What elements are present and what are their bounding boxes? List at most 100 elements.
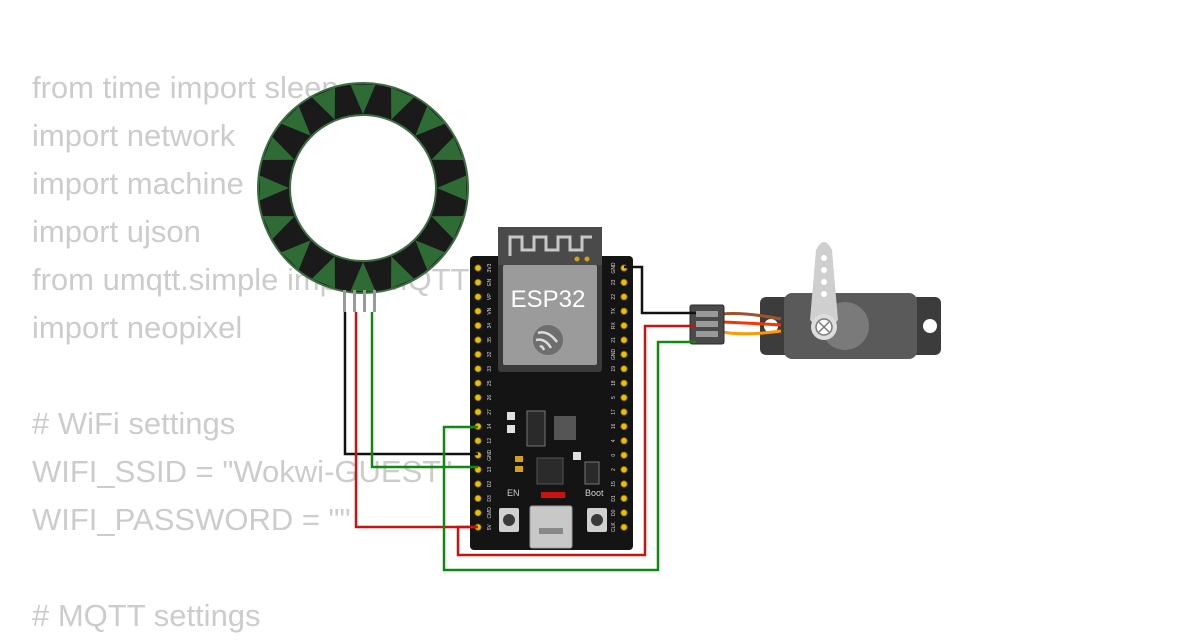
ring-led-segment	[259, 175, 289, 201]
header-pin[interactable]	[620, 336, 628, 344]
code-line: import machine	[32, 166, 244, 201]
header-pin[interactable]	[474, 494, 482, 502]
wire-vcc-servo[interactable]	[456, 324, 696, 557]
header-pin[interactable]	[620, 379, 628, 387]
header-pin[interactable]	[620, 480, 628, 488]
header-pin[interactable]	[474, 379, 482, 387]
header-pin[interactable]	[474, 278, 482, 286]
header-pin[interactable]	[620, 293, 628, 301]
servo-wire-red	[721, 320, 782, 327]
header-pin[interactable]	[474, 480, 482, 488]
board-title: ESP32	[511, 286, 586, 313]
horn-hole	[821, 267, 827, 273]
ring-led-segment	[262, 137, 295, 160]
pin-label: 26	[487, 395, 493, 401]
pin-label: 15	[611, 481, 617, 487]
header-pin[interactable]	[474, 350, 482, 358]
ring-led-segment	[437, 175, 467, 201]
ring-pin-dout[interactable]	[373, 290, 376, 312]
pin-label: 5V	[487, 523, 493, 530]
led-pad	[584, 256, 590, 262]
pin-label: 33	[487, 366, 493, 372]
header-pin[interactable]	[620, 393, 628, 402]
header-pin[interactable]	[620, 509, 628, 517]
esp32-board[interactable]: ESP32 EN Boot 3V3ENVPVN34353233252627141…	[470, 227, 633, 550]
wire-gnd-servo[interactable]	[624, 265, 696, 315]
ring-pin-vcc[interactable]	[353, 290, 356, 312]
pin-label: TX	[611, 307, 617, 314]
pin-label: 0	[611, 454, 617, 457]
ring-led-segment	[281, 106, 311, 136]
neopixel-ring[interactable]	[257, 82, 469, 312]
pin-label: 12	[487, 438, 493, 444]
header-pin[interactable]	[620, 437, 628, 445]
pin-label: GND	[611, 348, 617, 360]
pin-label: 21	[611, 337, 617, 343]
led-pad	[574, 256, 580, 262]
servo-wire-orange	[721, 329, 782, 336]
header-pin[interactable]	[620, 422, 628, 430]
pin-label: 14	[487, 423, 493, 429]
wire-gnd-ring[interactable]	[343, 312, 478, 456]
code-line: # WiFi settings	[32, 406, 236, 441]
header-pin[interactable]	[474, 336, 482, 344]
pin-label: D2	[487, 481, 493, 488]
pin-label: 18	[611, 380, 617, 386]
header-pin[interactable]	[620, 350, 628, 358]
code-line: WIFI_SSID = "Wokwi-GUEST"	[32, 454, 453, 489]
ring-led-segments	[259, 84, 467, 292]
pin-label: RX	[611, 321, 617, 329]
header-pin[interactable]	[620, 465, 628, 474]
ring-pin-gnd[interactable]	[343, 290, 346, 312]
wire-signal-servo[interactable]	[442, 340, 696, 572]
pin-label: EN	[487, 279, 493, 286]
pin-label: 5	[611, 396, 617, 399]
wire-vcc-ring[interactable]	[354, 312, 478, 529]
ring-led-segment	[350, 262, 376, 292]
header-pin[interactable]	[620, 494, 628, 502]
header-pin[interactable]	[474, 321, 482, 330]
smd-component	[515, 456, 523, 462]
ring-led-segment	[350, 84, 376, 114]
boot-button-cap[interactable]	[591, 514, 603, 526]
pin-label: 25	[487, 380, 493, 386]
en-button-cap[interactable]	[503, 514, 515, 526]
micro-usb-port[interactable]	[529, 505, 573, 549]
header-pin[interactable]	[620, 278, 628, 286]
header-pin[interactable]	[620, 321, 628, 330]
smd-component	[507, 425, 515, 433]
wire-data-ring[interactable]	[370, 312, 478, 469]
servo-mount-hole	[764, 319, 778, 333]
screw-cross	[818, 321, 830, 333]
pin-label: 23	[611, 279, 617, 285]
boot-label: Boot	[585, 488, 604, 498]
pin-label: 3V3	[487, 263, 493, 272]
header-pin[interactable]	[620, 451, 628, 459]
header-pin[interactable]	[474, 264, 482, 272]
pin-label: 2	[611, 468, 617, 471]
header-pin[interactable]	[620, 523, 628, 531]
smd-component	[573, 452, 581, 460]
ring-led-segment	[415, 240, 445, 270]
servo-motor[interactable]	[689, 242, 941, 359]
connector-pin	[696, 311, 718, 317]
pin-label: GND	[487, 449, 493, 461]
header-pin[interactable]	[474, 408, 482, 416]
header-pin[interactable]	[474, 293, 482, 301]
header-pin[interactable]	[474, 365, 482, 373]
header-pin[interactable]	[474, 393, 482, 402]
header-pin[interactable]	[620, 307, 628, 315]
connector-pin	[696, 331, 718, 337]
header-pin[interactable]	[620, 408, 628, 416]
header-pin[interactable]	[474, 437, 482, 445]
header-pin[interactable]	[474, 307, 482, 315]
ring-led-segment	[281, 240, 311, 270]
header-pin[interactable]	[620, 365, 628, 373]
header-pin[interactable]	[474, 509, 482, 517]
ring-pin-din[interactable]	[363, 290, 366, 312]
ring-led-segment	[431, 137, 464, 160]
pin-label: GND	[611, 262, 617, 274]
code-line: WIFI_PASSWORD = ""	[32, 502, 351, 537]
